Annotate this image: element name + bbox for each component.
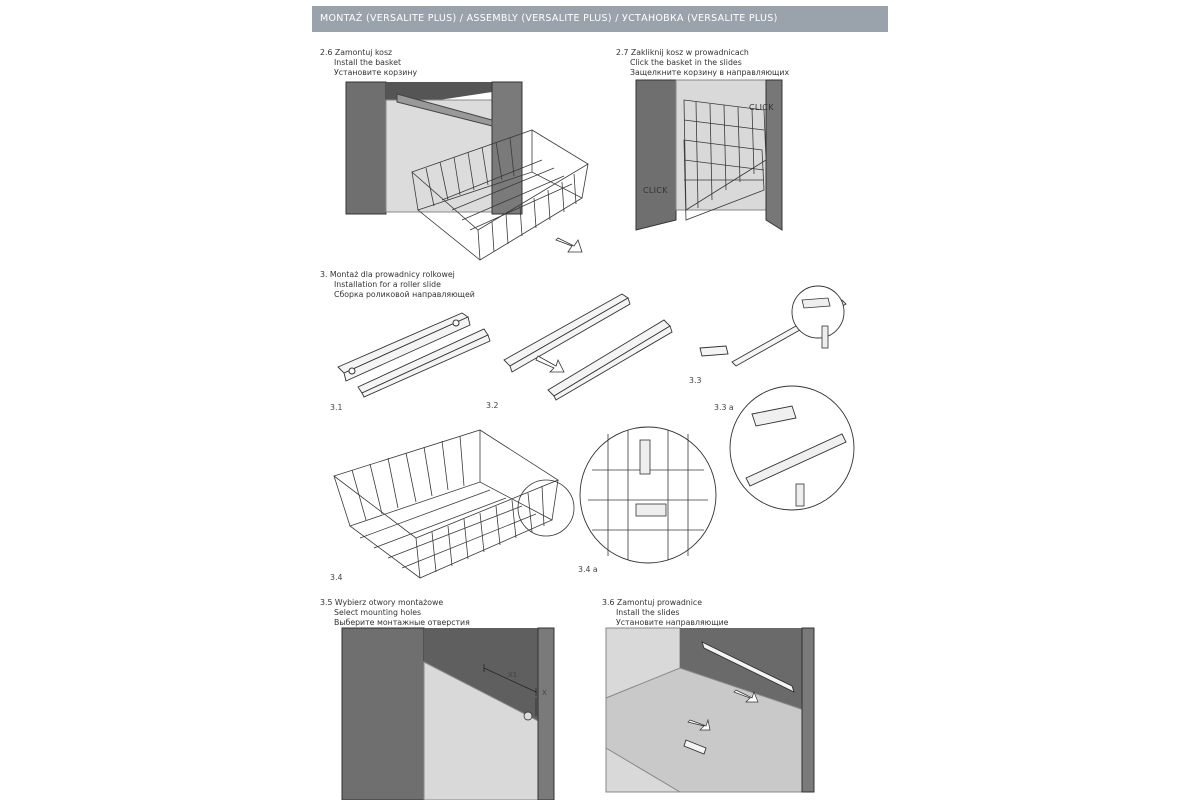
bracket-detail-zoom <box>729 385 855 511</box>
step-3-ru: Сборка роликовой направляющей <box>334 290 475 299</box>
step-3-6-pl: 3.6 Zamontuj prowadnice <box>602 598 702 607</box>
mounting-holes-illustration <box>341 627 555 800</box>
dimension-label-x1: X1 <box>508 671 518 679</box>
step-3-6-caption: 3.6 Zamontuj prowadnice Install the slid… <box>602 598 728 628</box>
step-3-pl: 3. Montaż dla prowadnicy rolkowej <box>320 270 455 279</box>
section-title: MONTAŻ (VERSALITE PLUS) / ASSEMBLY (VERS… <box>320 13 778 24</box>
step-2-6-pl: 2.6 Zamontuj kosz <box>320 48 393 57</box>
install-basket-illustration <box>345 81 589 261</box>
step-3-5-pl: 3.5 Wybierz otwory montażowe <box>320 598 444 607</box>
click-label-right: CLICK <box>749 103 774 112</box>
basket-fixing-detail-zoom <box>579 426 717 564</box>
figure-label-3-1: 3.1 <box>330 403 343 412</box>
step-2-7-caption: 2.7 Zakliknij kosz w prowadnicach Click … <box>616 48 789 78</box>
basket-illustration <box>333 429 575 579</box>
step-2-7-pl: 2.7 Zakliknij kosz w prowadnicach <box>616 48 749 57</box>
figure-label-3-3a: 3.3 a <box>714 403 734 412</box>
step-3-5-caption: 3.5 Wybierz otwory montażowe Select moun… <box>320 598 470 628</box>
click-label-left: CLICK <box>643 186 668 195</box>
instruction-page: MONTAŻ (VERSALITE PLUS) / ASSEMBLY (VERS… <box>312 0 888 800</box>
step-2-6-en: Install the basket <box>334 58 402 67</box>
dimension-label-x: X <box>542 689 547 697</box>
step-3-6-en: Install the slides <box>616 608 680 617</box>
slide-bracket-illustration <box>699 285 847 367</box>
figure-label-3-2: 3.2 <box>486 401 499 410</box>
figure-label-3-4a: 3.4 a <box>578 565 598 574</box>
figure-label-3-3: 3.3 <box>689 376 702 385</box>
step-2-7-en: Click the basket in the slides <box>630 58 742 67</box>
roller-slide-pair-illustration <box>337 312 491 398</box>
install-slides-illustration <box>605 627 815 793</box>
step-3-caption: 3. Montaż dla prowadnicy rolkowej Instal… <box>320 270 475 300</box>
step-2-7-ru: Защелкните корзину в направляющих <box>630 68 790 77</box>
step-2-6-ru: Установите корзину <box>334 68 418 77</box>
figure-label-3-4: 3.4 <box>330 573 343 582</box>
step-3-5-ru: Выберите монтажные отверстия <box>334 618 470 627</box>
section-header: MONTAŻ (VERSALITE PLUS) / ASSEMBLY (VERS… <box>312 6 888 32</box>
step-3-5-en: Select mounting holes <box>334 608 422 617</box>
click-basket-illustration <box>635 79 783 231</box>
step-3-6-ru: Установите направляющие <box>616 618 729 627</box>
step-3-en: Installation for a roller slide <box>334 280 441 289</box>
separated-slides-illustration <box>503 293 673 401</box>
step-2-6-caption: 2.6 Zamontuj kosz Install the basket Уст… <box>320 48 417 78</box>
